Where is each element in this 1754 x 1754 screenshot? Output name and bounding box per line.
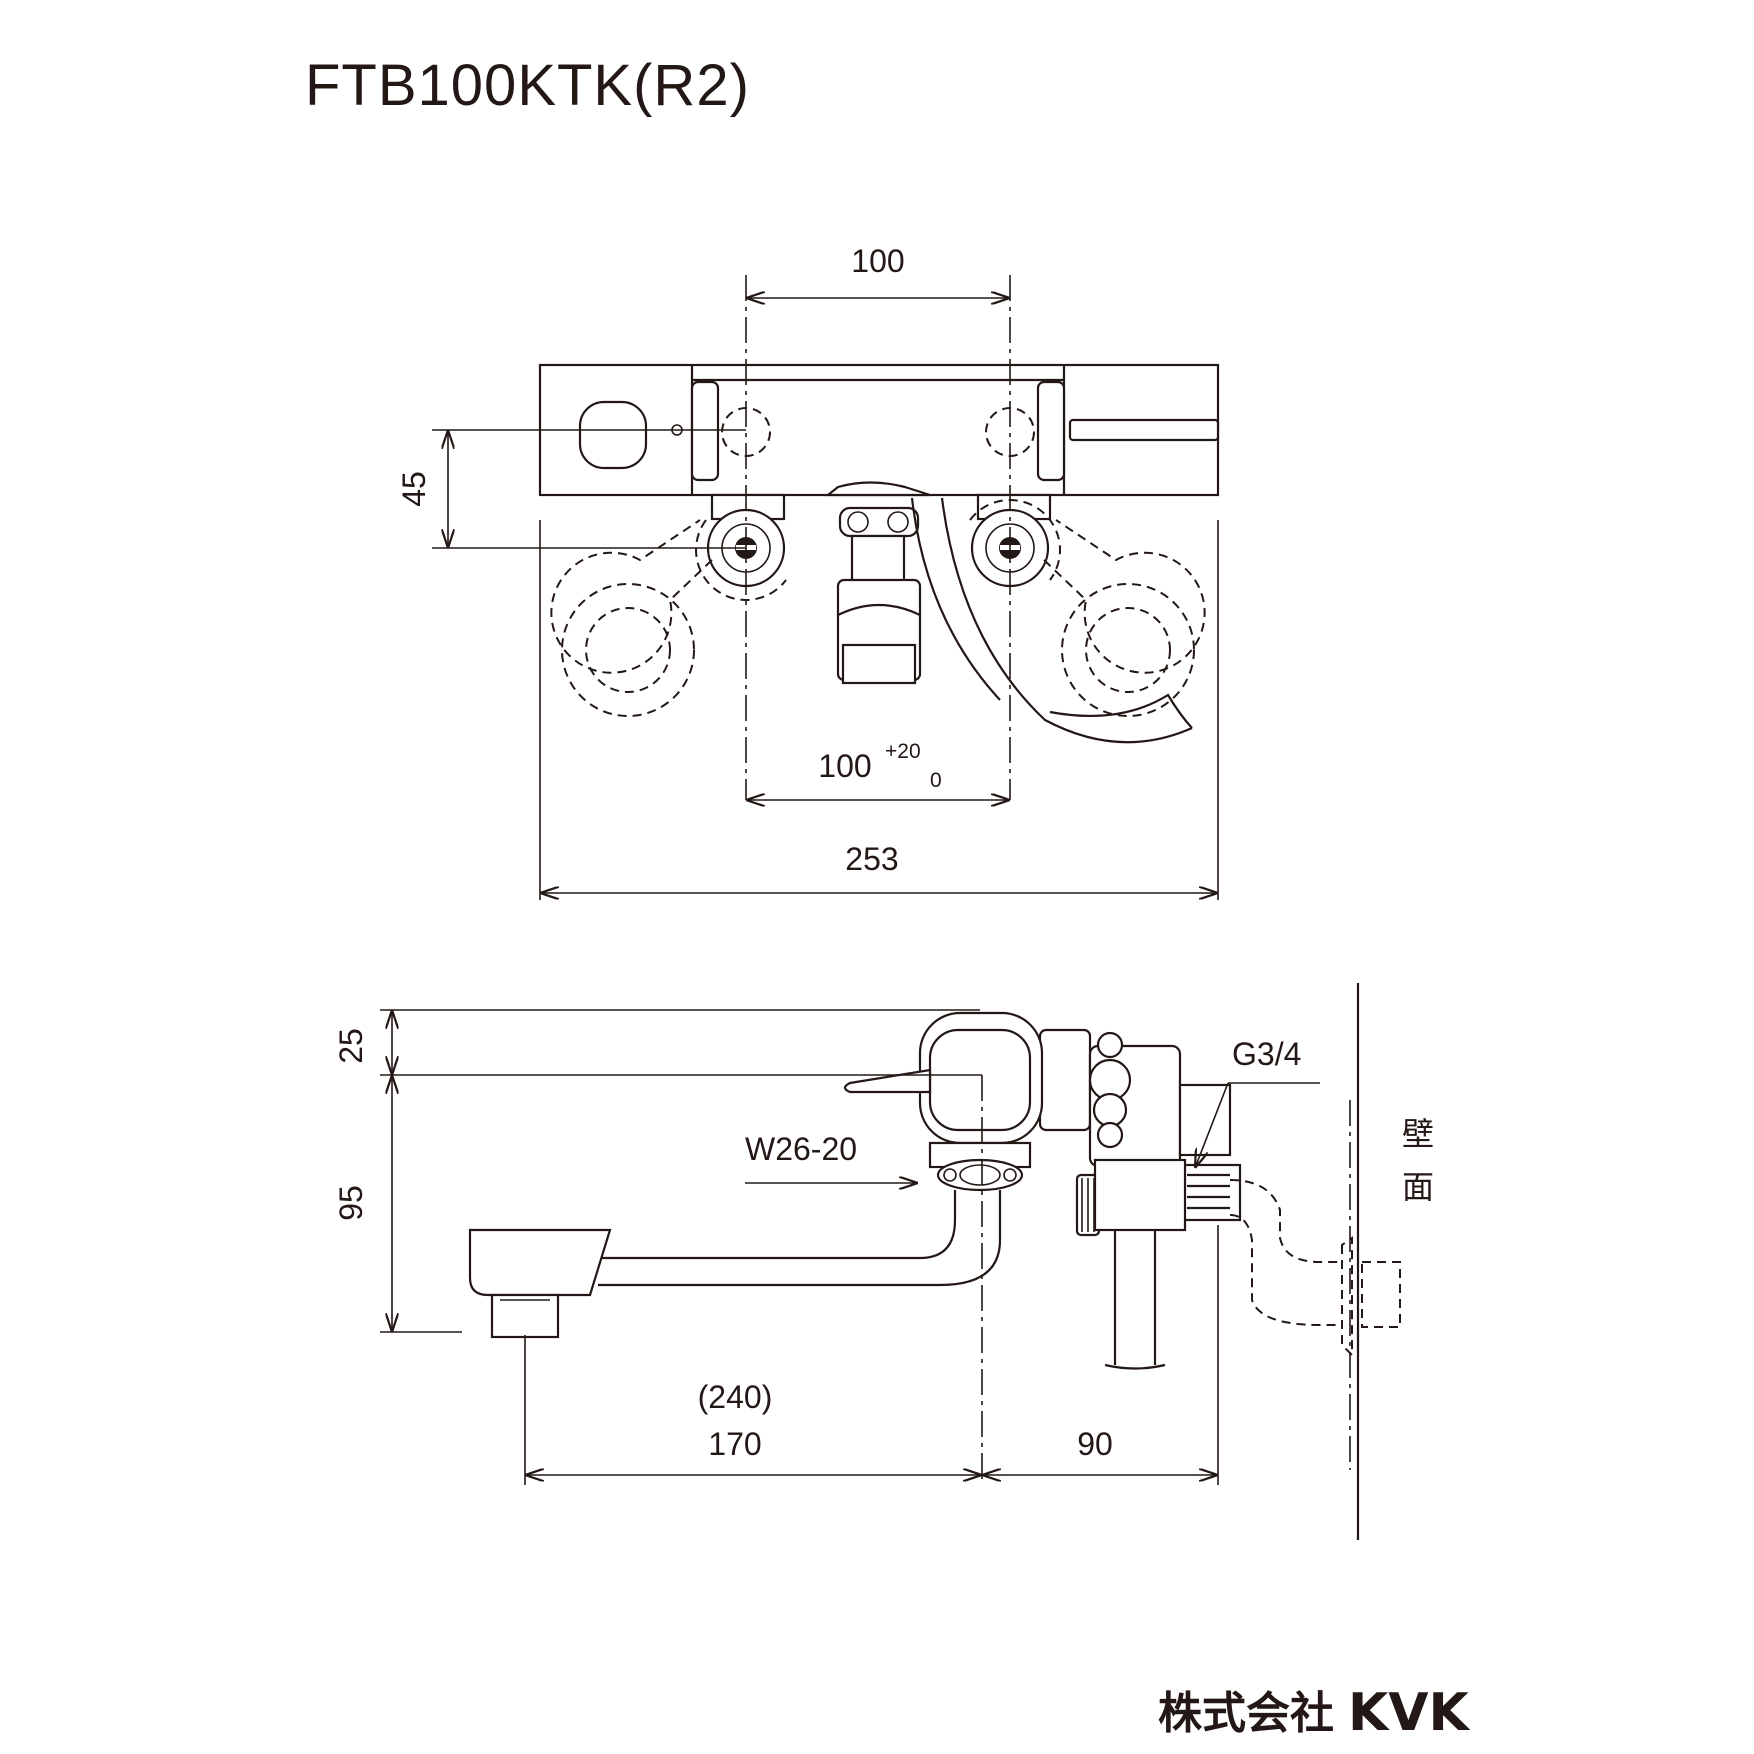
- label-outlet-thread: W26-20: [745, 1131, 857, 1167]
- flow-handle: [1068, 418, 1220, 442]
- wall-label-2: 面: [1402, 1168, 1434, 1206]
- dim-pitch-100: 100: [818, 748, 871, 784]
- spout-outlet: [490, 1293, 560, 1339]
- dim-95: 95: [333, 1185, 369, 1221]
- front-view: 100 45 100 +20 0 253: [396, 243, 1220, 900]
- dim-top-100: 100: [851, 243, 904, 279]
- wall-label-1: 壁: [1402, 1115, 1434, 1153]
- side-view: 壁 面: [333, 983, 1434, 1540]
- company-name-jp: 株式会社: [1158, 1688, 1334, 1739]
- dim-170: 170: [708, 1426, 761, 1462]
- temperature-handle: [578, 400, 648, 470]
- label-inlet-thread: G3/4: [1232, 1036, 1301, 1072]
- spout-head: [468, 1228, 612, 1297]
- model-title: FTB100KTK(R2): [305, 53, 750, 118]
- dim-pitch-tolerance-lower: 0: [930, 769, 942, 792]
- company-name-en: KVK: [1348, 1683, 1471, 1743]
- dim-90: 90: [1077, 1426, 1113, 1462]
- dim-25: 25: [333, 1028, 369, 1064]
- brand-logo: 株式会社 KVK: [1158, 1683, 1471, 1743]
- dim-240: (240): [698, 1379, 773, 1415]
- dim-width-253: 253: [845, 841, 898, 877]
- dim-pitch-tolerance-upper: +20: [885, 740, 921, 763]
- dim-height-45: 45: [396, 471, 432, 507]
